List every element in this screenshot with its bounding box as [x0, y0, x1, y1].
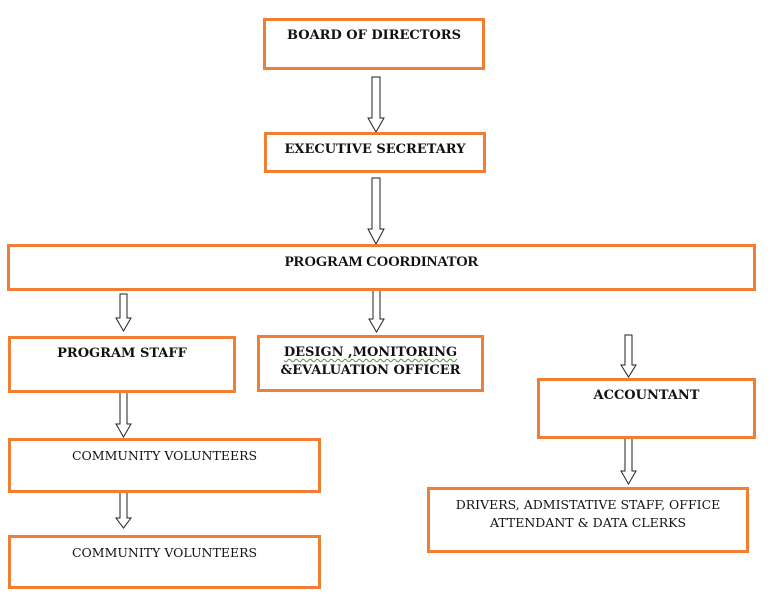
arrow-program-staff-to-volunteers — [115, 391, 132, 439]
node-label: PROGRAM COORDINATOR — [284, 254, 479, 270]
arrow-board-to-executive — [367, 76, 385, 134]
node-label-line-2: ATTENDANT & DATA CLERKS — [489, 515, 687, 530]
node-label: BOARD OF DIRECTORS — [287, 28, 461, 43]
node-label: EXECUTIVE SECRETARY — [284, 142, 466, 157]
arrow-executive-to-coordinator — [367, 177, 385, 246]
node-label-line-1: DRIVERS, ADMISTATIVE STAFF, OFFICE — [455, 497, 721, 512]
node-accountant: ACCOUNTANT — [537, 378, 756, 439]
node-support-staff: DRIVERS, ADMISTATIVE STAFF, OFFICE ATTEN… — [427, 487, 749, 553]
node-label: COMMUNITY VOLUNTEERS — [71, 448, 258, 463]
arrow-coordinator-to-accountant — [620, 334, 637, 378]
node-community-volunteers-2: COMMUNITY VOLUNTEERS — [8, 535, 321, 589]
node-community-volunteers-1: COMMUNITY VOLUNTEERS — [8, 438, 321, 493]
arrow-accountant-to-support-staff — [620, 436, 637, 486]
arrow-coordinator-to-program-staff — [115, 293, 132, 333]
node-executive-secretary: EXECUTIVE SECRETARY — [264, 132, 486, 173]
node-program-coordinator: PROGRAM COORDINATOR — [7, 244, 756, 291]
arrow-volunteers-to-volunteers — [115, 487, 132, 529]
node-design-monitoring-evaluation-officer: DESIGN ,MONITORING &EVALUATION OFFICER — [257, 335, 484, 392]
arrow-coordinator-to-dme-officer — [368, 289, 385, 334]
node-label: ACCOUNTANT — [593, 388, 700, 403]
node-label-line-2: &EVALUATION OFFICER — [280, 363, 461, 378]
node-label-line-1: DESIGN ,MONITORING — [283, 345, 458, 360]
node-program-staff: PROGRAM STAFF — [8, 336, 236, 393]
node-label: COMMUNITY VOLUNTEERS — [71, 545, 258, 560]
node-board-of-directors: BOARD OF DIRECTORS — [263, 18, 485, 70]
node-label: PROGRAM STAFF — [57, 346, 187, 361]
